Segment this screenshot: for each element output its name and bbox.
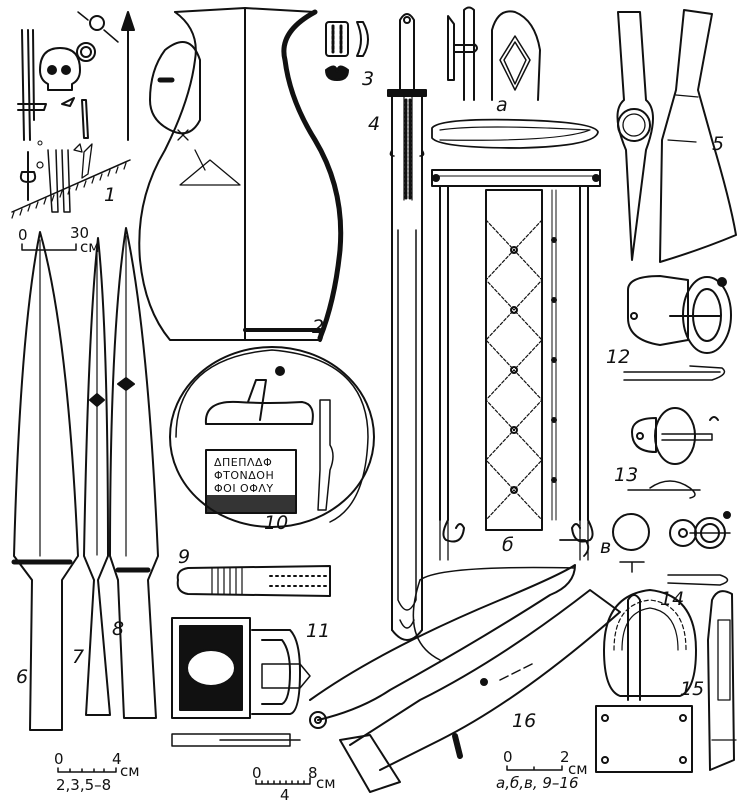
scale-start: 0 [252, 764, 262, 782]
sword-drawing [388, 14, 426, 640]
label-9: 9 [178, 546, 191, 568]
label-5: 5 [712, 133, 725, 155]
framed-buckle-drawing [172, 618, 310, 746]
scale-applies-to: 4 [280, 786, 290, 804]
label-v: в [600, 536, 612, 558]
label-15: 15 [680, 678, 705, 700]
detail-v-drawing [560, 540, 588, 556]
detail-a-drawing [448, 8, 540, 101]
vessel-drawing [139, 8, 340, 340]
scale-bar-graphics [22, 244, 562, 784]
scale-applies-to: а,б,в, 9–16 [496, 774, 579, 792]
inscription-line-2: ΦΤΟΝΔΟΗ [214, 469, 275, 482]
scale-start: 0 [54, 750, 64, 768]
label-4: 4 [368, 113, 381, 135]
bead-drawing [326, 22, 368, 80]
axe-drawing [617, 10, 736, 262]
scale-start: 0 [18, 226, 28, 244]
label-10: 10 [264, 512, 289, 534]
inscribed-buckle-drawing [170, 347, 374, 527]
scale-unit: см [120, 762, 140, 780]
inscription-line-3: ΦΟΙ ΟΦΛΥ [214, 482, 274, 495]
label-14: 14 [660, 588, 685, 610]
burial-plan-drawing [12, 12, 134, 218]
buckle-15-drawing [596, 590, 736, 772]
scale-unit: см [568, 760, 588, 778]
scale-end: 30 [70, 224, 90, 242]
label-13: 13 [614, 464, 639, 486]
label-16: 16 [512, 710, 537, 732]
label-b: б [502, 534, 514, 556]
scabbard-frame-drawing [432, 120, 600, 560]
spearheads-drawing [14, 228, 158, 730]
small-buckles-drawing [613, 276, 731, 585]
label-2: 2 [312, 316, 325, 338]
sheath-drawing [310, 565, 620, 792]
strap-end-drawing [178, 566, 330, 596]
label-1: 1 [104, 184, 117, 206]
label-6: 6 [16, 666, 29, 688]
label-11: 11 [306, 620, 331, 642]
scale-unit: см [316, 774, 336, 792]
scale-end: 4 [112, 750, 122, 768]
inscription-line-1: ΔΠΕΠΛΔΦ [214, 456, 273, 469]
scale-end: 2 [560, 748, 570, 766]
label-8: 8 [112, 618, 125, 640]
label-3: 3 [362, 68, 375, 90]
scale-start: 0 [503, 748, 513, 766]
label-a: а [496, 94, 508, 116]
scale-end: 8 [308, 764, 318, 782]
scale-applies-to: 2,3,5–8 [56, 776, 112, 794]
scale-unit: см [80, 238, 100, 256]
label-7: 7 [72, 646, 85, 668]
skull-icon [40, 48, 80, 90]
label-12: 12 [606, 346, 631, 368]
